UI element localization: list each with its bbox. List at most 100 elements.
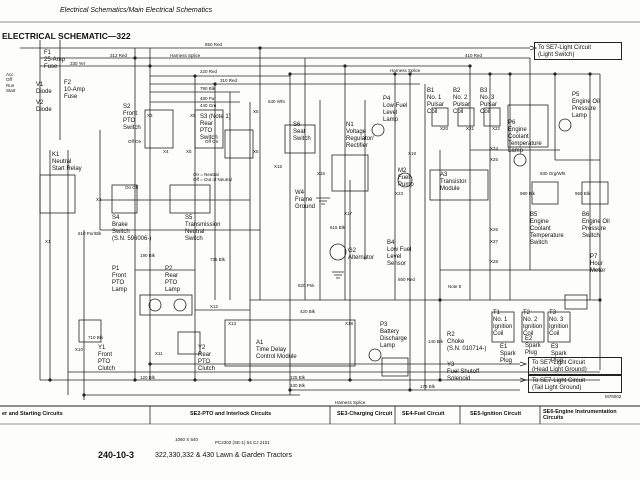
harness-splice-top: Harness Splice (170, 53, 201, 58)
connector-x24: X24 (490, 146, 499, 151)
s4-states: On Off (125, 185, 139, 190)
page-title: ELECTRICAL SCHEMATIC—322 (2, 31, 131, 41)
wire-130-blk: 130 Blk (290, 383, 306, 388)
connector-x5-b: X5 (253, 109, 259, 114)
connector-x12: X12 (210, 304, 219, 309)
ref-line: To SE7-Light Circuit (532, 378, 586, 384)
se7-tail-light-ref: To SE7-Light Circuit (Tail Light Ground) (528, 375, 622, 393)
connector-x11: X11 (155, 351, 163, 356)
ref-line: (Tail Light Ground) (532, 385, 582, 391)
page-number: 240-10-3 (98, 450, 135, 460)
wire-140-blk: 140 Blk (428, 339, 444, 344)
ref-line: (Light Switch) (538, 52, 575, 58)
wire-640-wht: 640 Wht (268, 99, 285, 104)
harness-splice-bottom: Harness Splice (335, 400, 366, 405)
section-instrumentation: SE6-Engine Instrumentation Circuits (543, 409, 617, 422)
diagram-code: M78002 (605, 394, 622, 399)
wire-420-blk: 420 Blk (300, 309, 316, 314)
breadcrumb: Electrical Schematics/Main Electrical Sc… (60, 7, 213, 14)
wire-980-blk: 980 Blk (520, 191, 536, 196)
connector-x25: X25 (490, 157, 499, 162)
section-starting: er and Starting Circuits (2, 411, 63, 417)
wire-820-pnk: 820 Pnk (298, 283, 315, 288)
wire-790-blk: 790 Blk (200, 86, 216, 91)
connector-x10: X10 (75, 347, 84, 352)
s2-states: Off On (128, 139, 142, 144)
wire-312-red: 312 Red (110, 53, 128, 58)
se7-light-switch-ref: To SE7-Light Circuit (Light Switch) (534, 42, 622, 60)
section-fuel: SE4-Fuel Circuit (402, 411, 445, 417)
wire-125-blk: 125 Blk (290, 375, 306, 380)
se7-head-light-ref: To SE7-Light Circuit (Head Light Ground) (528, 357, 622, 375)
model-caption: 322,330,332 & 430 Lawn & Garden Tractors (155, 452, 292, 459)
connector-x17: X17 (344, 211, 353, 216)
connector-x20: X20 (440, 126, 449, 131)
wire-960-blk: 960 Blk (575, 191, 591, 196)
resolution-note: 1060 X 640 (175, 437, 199, 442)
wire-610-pur: 610 Pur/Blk (78, 231, 102, 236)
connector-x4: X4 (163, 149, 169, 154)
wire-480-pur: 480 Pur (200, 96, 216, 101)
ref-line: (Head Light Ground) (532, 367, 587, 373)
connector-x1: X1 (45, 239, 51, 244)
s3-states: Off On (205, 139, 219, 144)
wire-175-blk: 175 Blk (420, 384, 436, 389)
wire-930-org: 930 Org/Wht (540, 171, 566, 176)
section-charging: SE3-Charging Circuit (337, 411, 393, 417)
wire-735-blk: 735 Blk (210, 257, 226, 262)
wire-120-blk: 120 Blk (140, 375, 156, 380)
connector-x19: X19 (408, 151, 417, 156)
ref-line: To SE7-Light Circuit (532, 360, 586, 366)
section-pto-interlock: SE2-PTO and Interlock Circuits (190, 411, 272, 417)
wire-440-grn: 440 Grn (200, 103, 217, 108)
connector-x27: X27 (490, 239, 499, 244)
connector-x28: X28 (490, 259, 499, 264)
connector-x13: X13 (228, 321, 237, 326)
wire-190-blk: 190 Blk (140, 253, 156, 258)
connector-x2: X2 (96, 197, 102, 202)
connector-x5-c: X5 (253, 149, 259, 154)
note-8: Note 8 (448, 284, 462, 289)
section-ignition: SE5-Ignition Circuit (470, 411, 522, 417)
wire-710-blk: 710 Blk (88, 335, 104, 340)
wire-330-yel: 330 Yel (70, 61, 85, 66)
connector-x23: X23 (395, 191, 404, 196)
